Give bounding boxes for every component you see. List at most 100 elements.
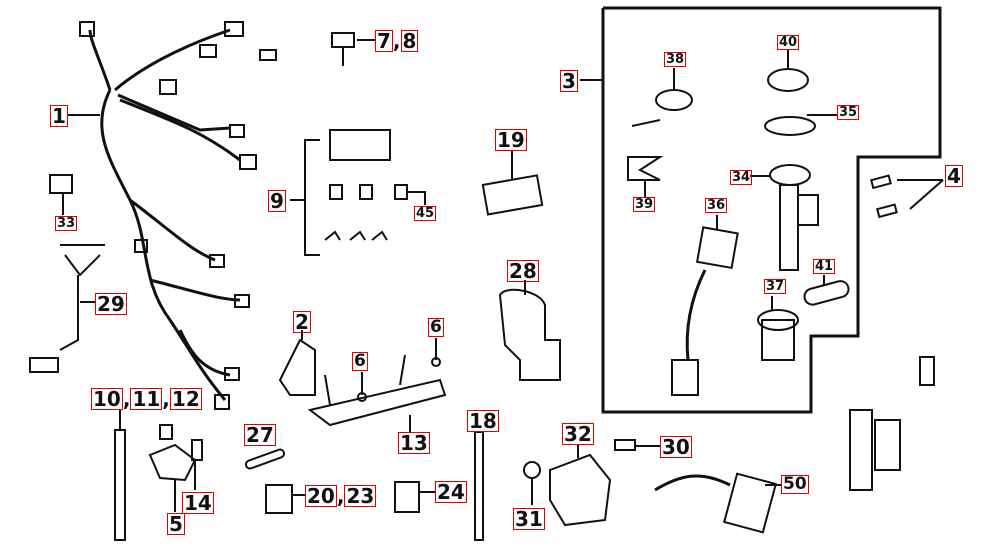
callout-34: 34	[730, 170, 753, 185]
callout-text: 40	[777, 35, 800, 50]
callout-text: 9	[268, 189, 286, 213]
callout-45: 45	[414, 206, 437, 221]
part-31-nut	[523, 461, 541, 479]
callout-30: 30	[660, 436, 692, 458]
callout-20-23: 20,23	[305, 484, 377, 508]
callout-39: 39	[633, 197, 656, 212]
callout-2: 2	[293, 311, 311, 333]
callout-text: 18	[467, 409, 499, 433]
separator: ,	[392, 29, 401, 53]
harness-connectors	[79, 21, 277, 410]
part-34-cylinder	[769, 164, 811, 186]
part-38-lock	[655, 89, 693, 111]
part-5-clamp	[148, 443, 197, 482]
part-32-switch	[549, 453, 612, 527]
callout-text: 2	[293, 310, 311, 334]
part-7-8-key	[331, 32, 355, 66]
callout-18: 18	[467, 410, 499, 432]
callout-text: 50	[781, 474, 809, 494]
callout-37: 37	[764, 279, 787, 294]
callout-text: 1	[50, 104, 68, 128]
callout-text: 8	[400, 29, 419, 53]
callout-41: 41	[813, 259, 836, 274]
part-19-unit	[481, 174, 544, 216]
callout-4: 4	[945, 165, 963, 187]
callout-38: 38	[664, 52, 687, 67]
callout-text: 32	[562, 422, 594, 446]
callout-text: 37	[764, 279, 787, 294]
part-40-cap	[767, 68, 809, 92]
callout-36: 36	[705, 198, 728, 213]
part-20-connector	[265, 484, 293, 514]
callout-33: 33	[55, 216, 78, 231]
group-3-border	[601, 6, 942, 414]
callout-text: 20	[305, 484, 337, 508]
callout-text: 39	[633, 197, 656, 212]
callout-9: 9	[268, 190, 286, 212]
callout-text: 4	[945, 164, 963, 188]
part-9-bracket	[304, 139, 320, 256]
callout-1: 1	[50, 105, 68, 127]
callout-13: 13	[398, 432, 430, 454]
callout-text: 14	[182, 491, 214, 515]
part-41-spring	[803, 280, 850, 306]
part-29-sub-harness	[29, 244, 105, 373]
part-30-screw	[614, 439, 636, 451]
callout-text: 5	[167, 512, 185, 536]
callout-28: 28	[507, 260, 539, 282]
separator: ,	[162, 387, 170, 411]
part-35-gasket	[764, 116, 816, 136]
part-37-lock	[757, 309, 799, 331]
callout-35: 35	[837, 105, 860, 120]
part-18-cable-tie	[474, 431, 484, 541]
callout-text: 13	[398, 431, 430, 455]
callout-text: 38	[664, 52, 687, 67]
part-fuse	[919, 356, 935, 386]
callout-7-8: 7,8	[375, 29, 419, 53]
callout-32: 32	[562, 423, 594, 445]
part-9-box	[329, 129, 391, 161]
part-24-connector	[394, 481, 420, 513]
part-2-bracket	[278, 338, 316, 396]
part-4-bolt	[870, 174, 892, 190]
part-13-frame	[307, 354, 447, 427]
callout-10-11-12: 10,11,12	[91, 388, 202, 410]
part-39-clip	[627, 156, 664, 181]
part-27-band	[244, 448, 286, 470]
callout-29: 29	[95, 293, 127, 315]
wiring-harness	[88, 28, 241, 401]
callout-text: 28	[507, 259, 539, 283]
callout-text: 10	[91, 387, 123, 411]
callout-text: 6	[352, 351, 368, 371]
callout-27: 27	[244, 424, 276, 446]
callout-text: 36	[705, 198, 728, 213]
part-10-cable-tie	[114, 429, 126, 541]
callout-text: 33	[55, 216, 78, 231]
callout-text: 31	[513, 507, 545, 531]
callout-text: 11	[130, 387, 163, 411]
part-36-switch	[695, 226, 739, 270]
callout-31: 31	[513, 508, 545, 530]
callout-6-left: 6	[352, 352, 368, 371]
separator: ,	[336, 484, 345, 508]
callout-text: 19	[495, 128, 527, 152]
part-33-relay	[49, 174, 73, 194]
part-bracket-right	[849, 409, 873, 491]
callout-24: 24	[435, 481, 467, 503]
callout-text: 7	[375, 29, 393, 53]
callout-text: 34	[730, 170, 753, 185]
callout-14: 14	[182, 492, 214, 514]
callout-3: 3	[560, 70, 578, 92]
callout-text: 6	[428, 317, 444, 337]
callout-40: 40	[777, 35, 800, 50]
callout-text: 35	[837, 105, 860, 120]
callout-50: 50	[781, 475, 809, 494]
callout-text: 27	[244, 423, 276, 447]
callout-text: 23	[344, 484, 377, 508]
callout-19: 19	[495, 129, 527, 151]
callout-text: 45	[414, 206, 437, 221]
callout-text: 3	[560, 69, 578, 93]
callout-text: 29	[95, 292, 127, 316]
callout-5: 5	[167, 513, 185, 535]
